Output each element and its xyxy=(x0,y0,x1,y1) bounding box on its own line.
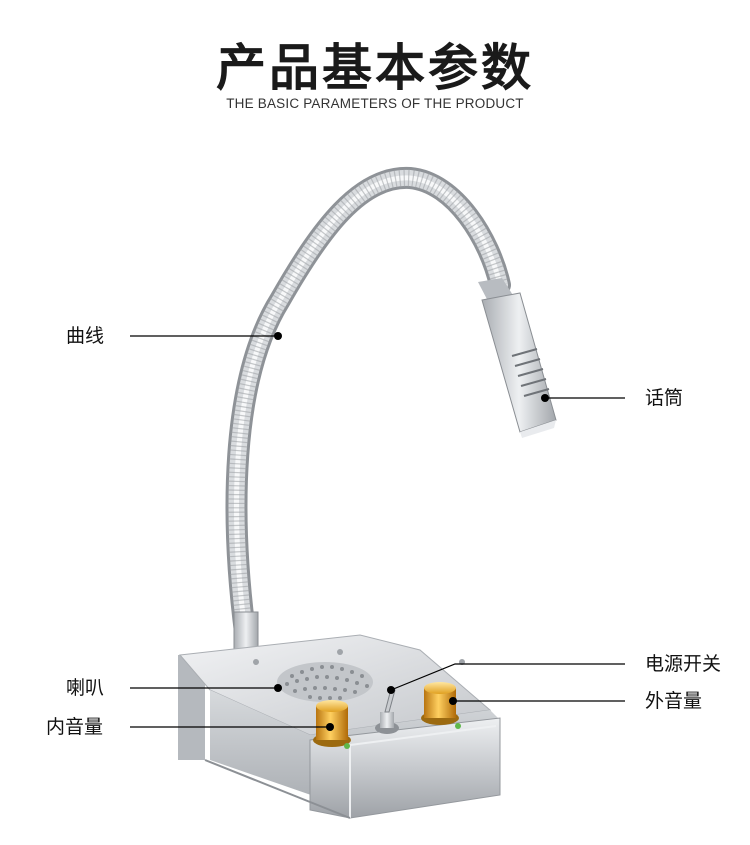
label-gooseneck: 曲线 xyxy=(66,325,105,347)
speaker-grille xyxy=(277,662,373,702)
label-outer-volume: 外音量 xyxy=(645,690,703,712)
label-speaker: 喇叭 xyxy=(66,677,105,699)
gooseneck-tube xyxy=(225,166,511,651)
callout-microphone xyxy=(541,394,625,402)
label-inner-volume: 内音量 xyxy=(46,716,104,738)
callout-inner-volume xyxy=(130,723,334,731)
callout-outer-volume xyxy=(449,697,625,705)
microphone-head xyxy=(478,278,557,438)
callout-speaker xyxy=(130,684,282,692)
inner-volume-knob xyxy=(313,700,351,749)
callout-gooseneck xyxy=(130,332,282,340)
outer-volume-knob xyxy=(421,682,461,729)
label-microphone: 话筒 xyxy=(645,387,684,409)
page-subtitle: THE BASIC PARAMETERS OF THE PRODUCT xyxy=(226,96,524,111)
label-power-switch: 电源开关 xyxy=(645,653,722,675)
base-unit xyxy=(178,634,501,819)
page-title: 产品基本参数 xyxy=(216,39,534,97)
callout-power-switch xyxy=(387,663,625,694)
